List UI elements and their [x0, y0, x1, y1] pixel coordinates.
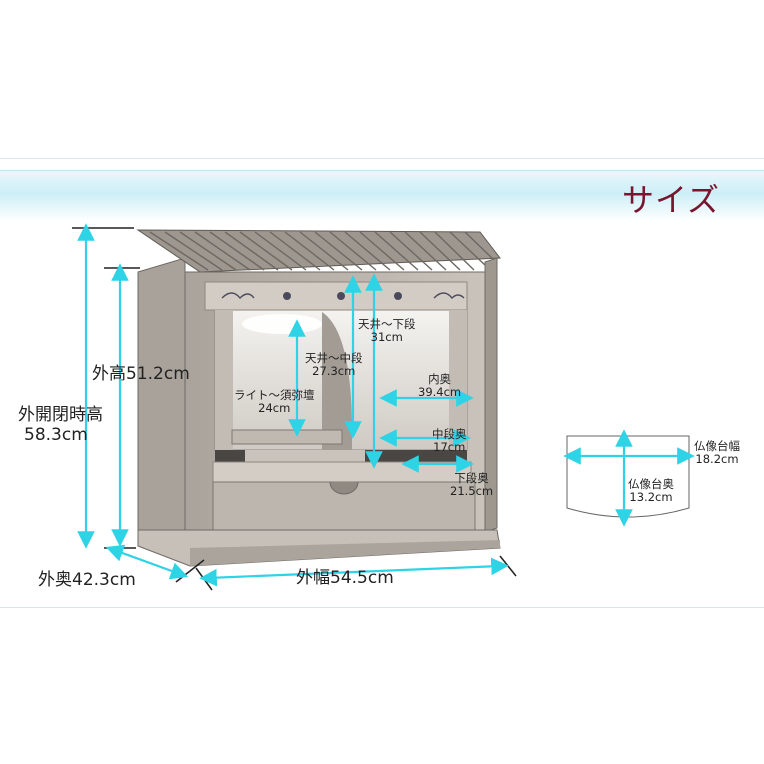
outer-open-height-label: 外開閉時高 — [18, 405, 103, 425]
ceiling-to-middle-label: 天井～中段 27.3cm — [305, 352, 363, 378]
altar-cabinet — [136, 229, 501, 567]
inner-depth-label: 内奥 39.4cm — [418, 373, 461, 399]
light-to-altar-label: ライト～須弥壇 24cm — [234, 389, 315, 415]
ceiling-to-middle-value: 27.3cm — [312, 364, 356, 378]
inner-depth-title: 内奥 — [428, 372, 452, 386]
statue-base-diagram — [563, 429, 695, 527]
middle-depth-value: 17cm — [433, 440, 466, 454]
middle-depth-label: 中段奥 17cm — [432, 428, 467, 454]
statue-base-depth-title: 仏像台奥 — [628, 477, 674, 491]
outer-height-label: 外高51.2cm — [92, 364, 190, 384]
light-to-altar-value: 24cm — [258, 401, 291, 415]
ceiling-to-middle-title: 天井～中段 — [305, 351, 363, 365]
ceiling-to-lower-title: 天井～下段 — [358, 317, 416, 331]
lower-depth-label: 下段奥 21.5cm — [450, 472, 493, 498]
outer-width-label: 外幅54.5cm — [296, 568, 394, 588]
section-title: サイズ — [621, 181, 720, 219]
inner-depth-value: 39.4cm — [418, 385, 462, 399]
dimension-arrows — [77, 223, 509, 587]
light-to-altar-title: ライト～須弥壇 — [234, 388, 315, 402]
statue-base-width-title: 仏像台幅 — [694, 439, 740, 453]
ceiling-to-lower-label: 天井～下段 31cm — [358, 318, 416, 344]
middle-depth-title: 中段奥 — [432, 427, 467, 441]
ceiling-to-lower-value: 31cm — [370, 330, 403, 344]
statue-base-width-value: 18.2cm — [695, 452, 739, 466]
outer-open-height-value: 58.3cm — [24, 425, 88, 445]
statue-base-depth-label: 仏像台奥 13.2cm — [628, 478, 674, 504]
section-banner: サイズ — [0, 170, 764, 221]
lower-depth-value: 21.5cm — [450, 484, 494, 498]
lower-depth-title: 下段奥 — [454, 471, 489, 485]
statue-base-width-label: 仏像台幅 18.2cm — [694, 440, 740, 466]
statue-base-depth-value: 13.2cm — [629, 490, 673, 504]
outer-depth-label: 外奥42.3cm — [38, 570, 136, 590]
